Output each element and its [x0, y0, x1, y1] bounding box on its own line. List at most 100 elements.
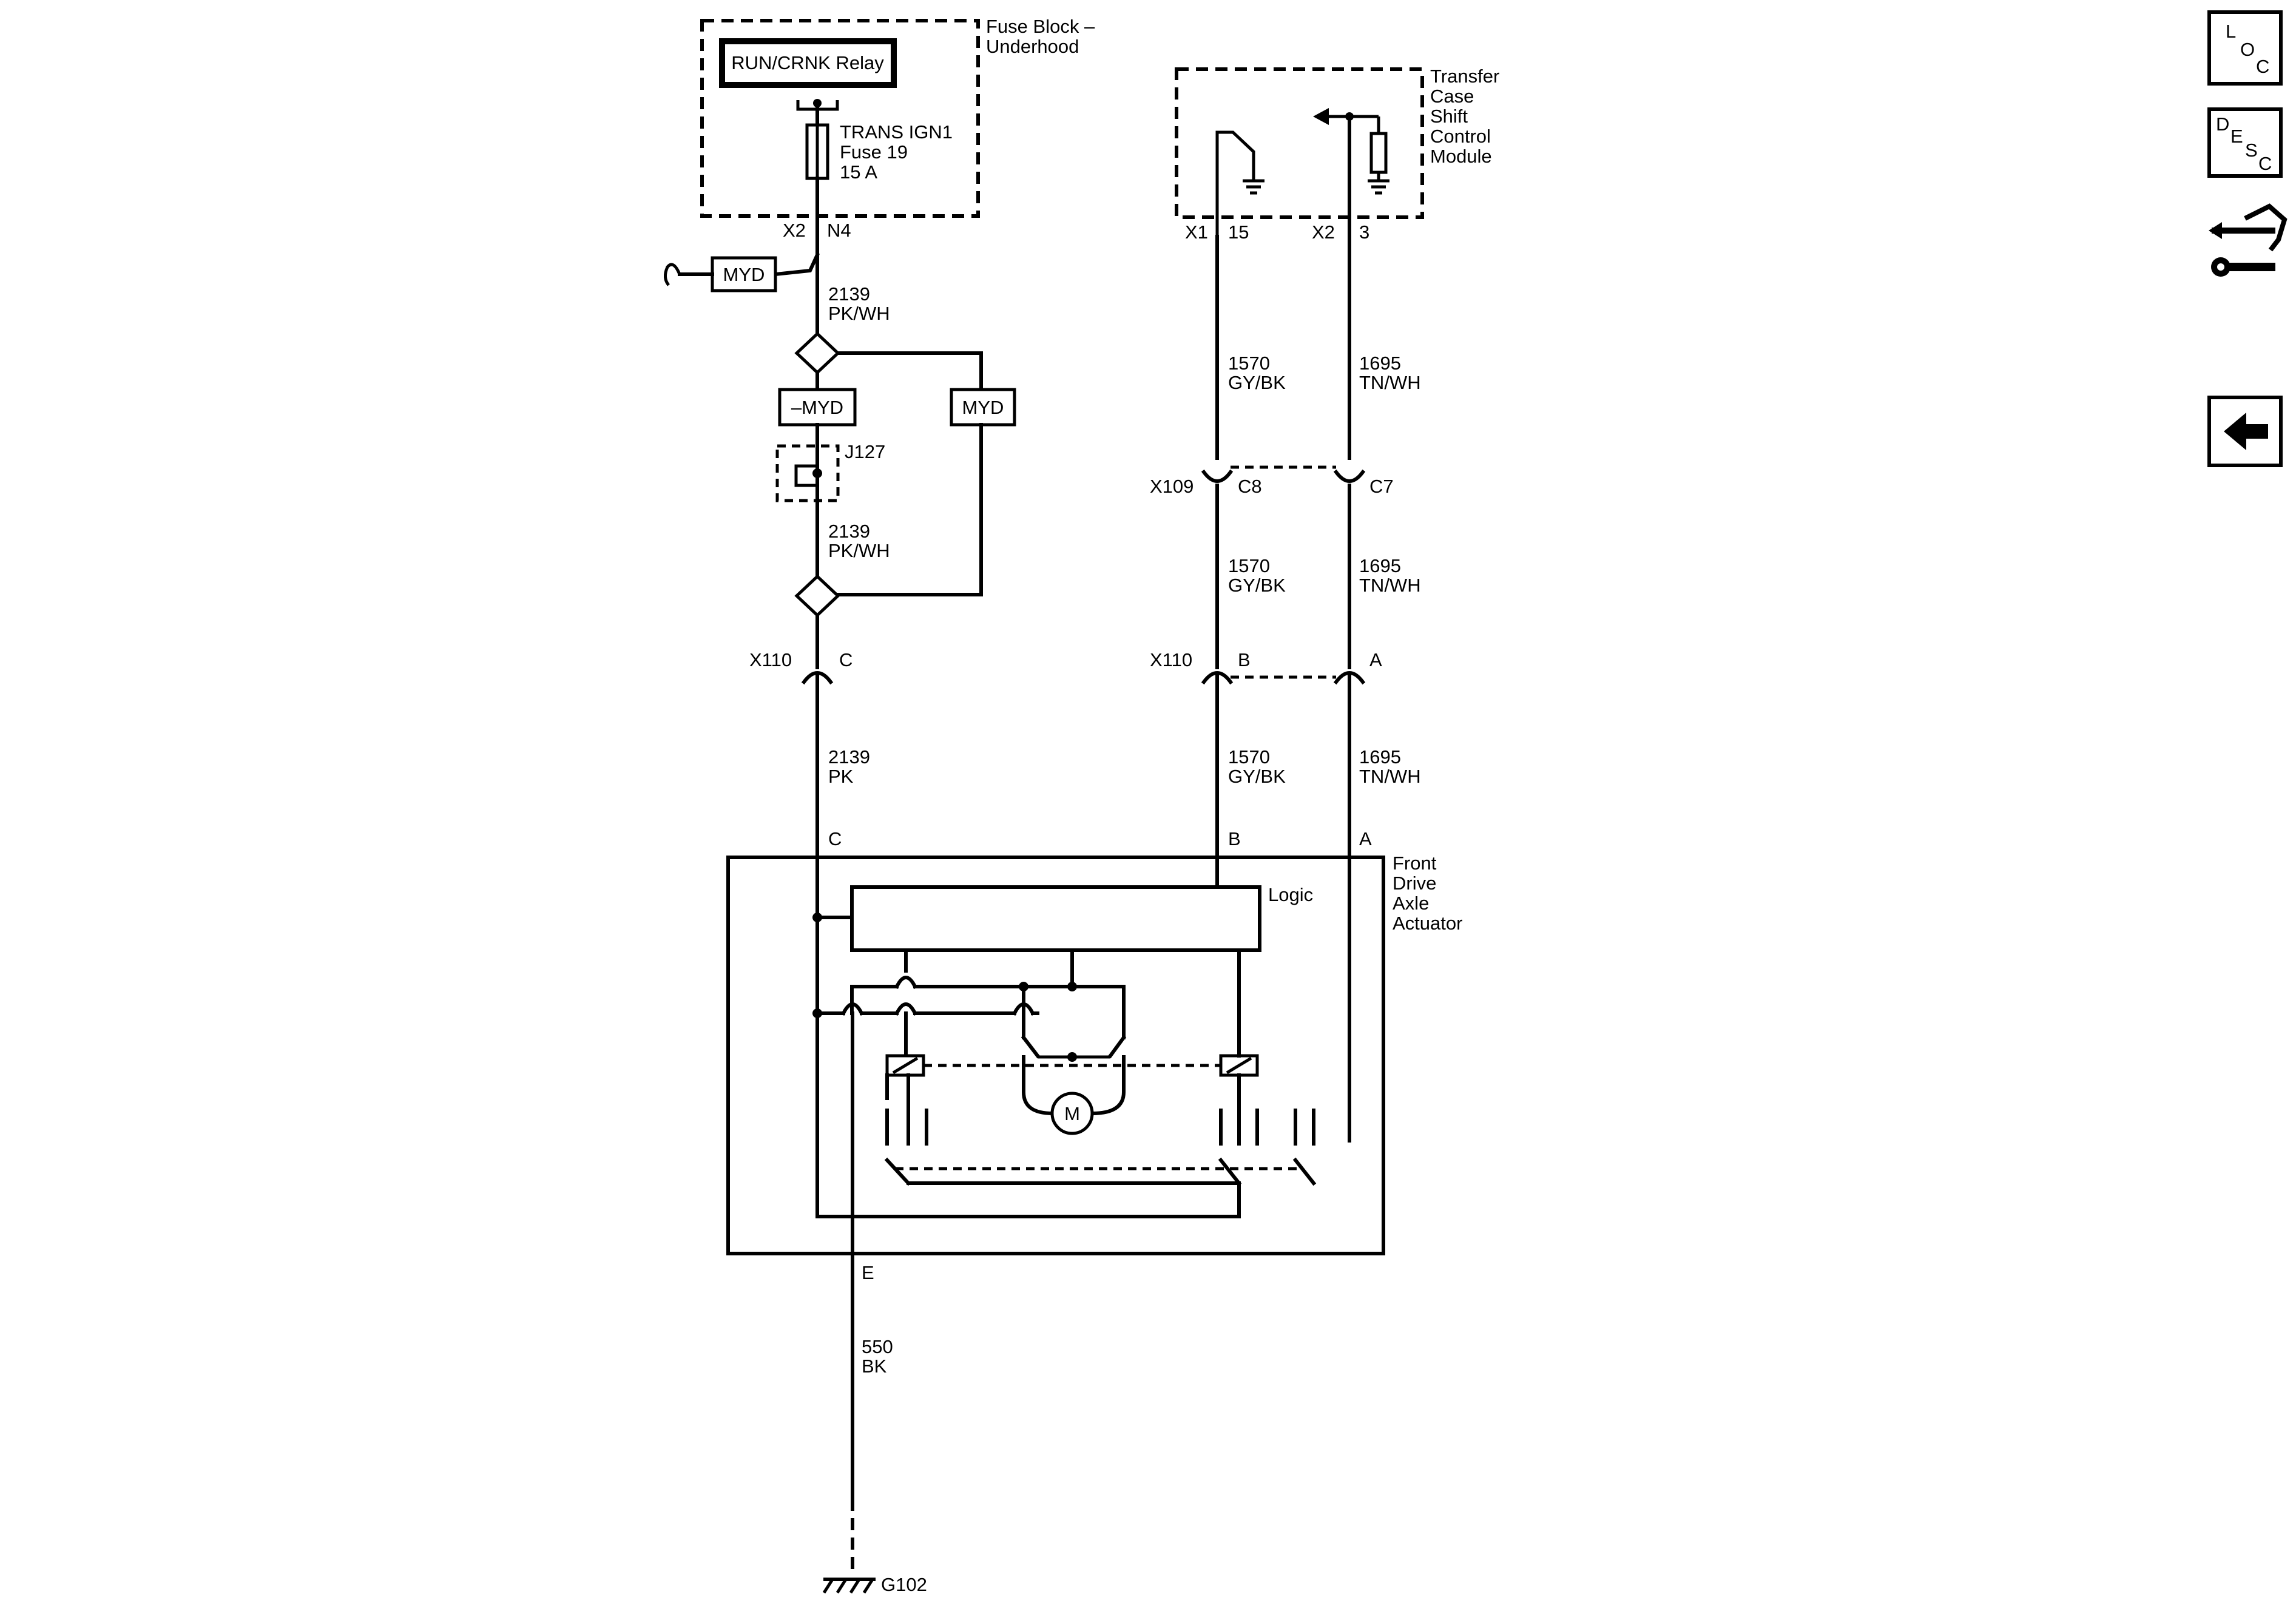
wire-number: 1695 [1359, 353, 1401, 374]
wire-color: PK/WH [828, 540, 890, 561]
fuse-block: Fuse Block – Underhood RUN/CRNK Relay TR… [700, 16, 1095, 241]
splice-j127-outline [775, 444, 840, 502]
actuator-label: Actuator [1393, 913, 1462, 934]
option-not-myd-box [778, 388, 857, 427]
switch-blade [1292, 1157, 1317, 1186]
connector-label: X110 [749, 649, 792, 670]
tccm-label: Transfer [1430, 66, 1499, 87]
junction-dot [812, 913, 822, 922]
motor-switch [1021, 1035, 1041, 1059]
desc-letter: C [2258, 153, 2272, 174]
fuse-label: TRANS IGN1 [840, 121, 953, 143]
wire-break-symbol [664, 263, 681, 286]
ground-g102: 550 BK G102 [822, 1252, 927, 1595]
wire-crossover [894, 976, 918, 990]
tccm-outline [1175, 67, 1424, 219]
actuator-label: Front [1393, 852, 1437, 874]
tccm-label: Control [1430, 126, 1491, 147]
pin-label: 3 [1359, 221, 1369, 243]
wire-myd-branch [773, 252, 820, 277]
option-diamond [794, 331, 840, 375]
pin-label: E [862, 1262, 874, 1283]
pin-label: C8 [1238, 476, 1262, 497]
connector-end-view-button[interactable] [2209, 203, 2288, 277]
wire-color: GY/BK [1228, 575, 1286, 596]
wire-number: 1570 [1228, 746, 1270, 768]
wire-color: BK [862, 1355, 887, 1377]
actuator-outline [726, 856, 1385, 1255]
connector-label: X110 [1150, 649, 1192, 670]
actuator-label: Axle [1393, 893, 1429, 914]
connector-x109-c7 [1333, 469, 1366, 483]
desc-letter: E [2230, 126, 2243, 147]
resistor-symbol [1369, 132, 1388, 174]
relay-coil-symbol [892, 1056, 919, 1075]
connector-label: X2 [783, 220, 806, 241]
pin-label: 15 [1228, 221, 1249, 243]
pin-label: C7 [1369, 476, 1394, 497]
motor-wire [1090, 1072, 1126, 1116]
ground-icon [849, 1578, 861, 1594]
circuit-1570-1695: 1570 GY/BK 1695 TN/WH X109 C8 C7 1570 GY… [1150, 235, 1421, 1143]
ground-icon [862, 1578, 874, 1594]
tccm-label: Case [1430, 86, 1474, 107]
pin-label: B [1228, 828, 1241, 849]
fuse-block-outline [700, 19, 980, 218]
junction-dot [812, 1008, 822, 1018]
back-button[interactable] [2207, 396, 2283, 467]
junction-dot [1345, 112, 1354, 121]
wire-number: 550 [862, 1336, 893, 1357]
wire-number: 2139 [828, 283, 870, 305]
relay-label: RUN/CRNK Relay [731, 52, 884, 73]
tccm-label: Module [1430, 146, 1492, 167]
run-crnk-relay: RUN/CRNK Relay [719, 38, 897, 88]
pin-label: A [1359, 828, 1372, 849]
fuse-label: 15 A [840, 161, 877, 183]
switch-blade [884, 1157, 911, 1186]
pin-label: C [828, 828, 842, 849]
pin-label: A [1369, 649, 1382, 670]
logic-block [850, 885, 1261, 952]
input-arrow-icon [1313, 108, 1329, 125]
arrow-left-icon [2224, 413, 2268, 450]
option-myd-right-box [950, 388, 1016, 427]
desc-letter: D [2216, 113, 2229, 135]
splice-label: J127 [845, 441, 885, 462]
tccm-switch [1215, 130, 1255, 237]
logic-label: Logic [1268, 884, 1313, 905]
connector-x109-c8 [1201, 469, 1234, 483]
loc-button[interactable]: L O C [2207, 10, 2283, 86]
connector-label: X109 [1150, 476, 1194, 497]
loc-letter: O [2240, 39, 2255, 60]
pin-label: C [839, 649, 853, 670]
ground-label: G102 [881, 1574, 927, 1595]
wire-number: 1695 [1359, 555, 1401, 576]
wire-color: TN/WH [1359, 575, 1421, 596]
pin-label: B [1238, 649, 1251, 670]
wire-crossover [894, 1002, 918, 1016]
fuse-label: Fuse 19 [840, 141, 908, 163]
motor-wire [1022, 1072, 1055, 1116]
wire-color: TN/WH [1359, 372, 1421, 393]
motor-label: M [1064, 1103, 1080, 1124]
option-myd-right-label: MYD [962, 397, 1004, 418]
front-drive-axle-actuator: Front Drive Axle Actuator C B A Logic [726, 828, 1462, 1288]
transfer-case-module: Transfer Case Shift Control Module X1 15… [1175, 66, 1499, 243]
splice-dot [812, 468, 822, 478]
desc-button[interactable]: D E S C [2207, 107, 2283, 178]
loc-letter: L [2226, 21, 2236, 42]
connector-wrench-icon [2209, 203, 2288, 277]
connector-label: X2 [1312, 221, 1335, 243]
option-myd-box [711, 256, 777, 292]
splice-symbol [794, 464, 817, 487]
ground-icon [822, 1578, 834, 1594]
circuit-2139: MYD 2139 PK/WH –MYD MYD J127 2139 PK/WH … [664, 177, 1016, 857]
wire-number: 1570 [1228, 353, 1270, 374]
motor-switch [1107, 1035, 1127, 1059]
desc-letter: S [2245, 140, 2258, 161]
fuse-block-label: Underhood [986, 36, 1079, 57]
connector-label: X1 [1185, 221, 1208, 243]
wire-color: GY/BK [1228, 372, 1286, 393]
pin-label: N4 [827, 220, 851, 241]
